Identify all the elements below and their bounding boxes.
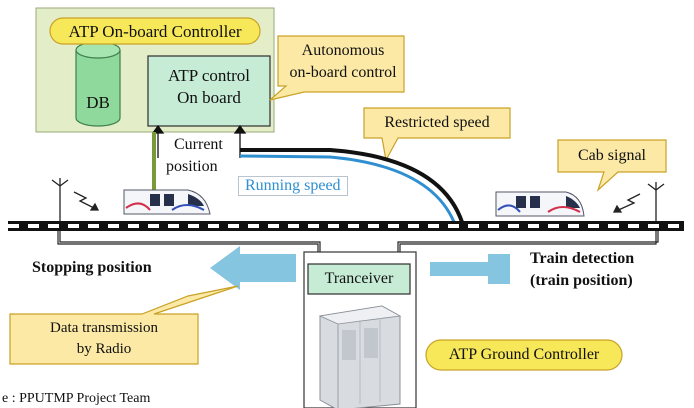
autonomous-text-2: on-board control [289, 64, 397, 81]
current-position-arrows [151, 124, 247, 158]
left-antenna-icon [51, 178, 100, 222]
atp-control-label-1: ATP control [167, 66, 250, 85]
autonomous-callout [269, 35, 405, 101]
right-train-icon [495, 191, 585, 217]
data-transmission-callout [9, 285, 239, 365]
atp-control-label-2: On board [177, 88, 241, 107]
server-cabinet-icon [318, 305, 402, 408]
database-cylinder [75, 41, 121, 127]
data-transmission-text-1: Data transmission [50, 320, 158, 336]
transceiver-label: Tranceiver [324, 270, 394, 287]
railway-track [8, 221, 684, 231]
db-label: DB [86, 93, 110, 112]
current-position-label-1: Current [174, 136, 223, 153]
running-speed-curve [239, 154, 456, 223]
cab-signal-callout [557, 139, 667, 192]
onboard-controller-title: ATP On-board Controller [68, 22, 242, 41]
atp-control-onboard-box [147, 55, 271, 127]
restricted-speed-callout [363, 107, 511, 162]
train-detection-arrow [430, 254, 510, 284]
ground-controller-label-box [425, 339, 623, 371]
left-train-icon [123, 189, 211, 215]
data-transmission-text-2: by Radio [76, 341, 132, 357]
running-speed-label: Running speed [238, 176, 348, 197]
autonomous-text-1: Autonomous [301, 42, 385, 59]
source-caption: e : PPUTMP Project Team [2, 391, 151, 406]
restricted-speed-label: Restricted speed [384, 114, 490, 131]
train-detection-label-2: (train position) [530, 272, 633, 289]
cab-signal-label: Cab signal [578, 147, 646, 164]
stopping-position-arrow [210, 246, 296, 290]
current-position-label-2: position [166, 158, 218, 175]
stopping-position-label: Stopping position [32, 259, 152, 276]
transceiver-box [307, 263, 411, 295]
right-antenna-icon [612, 182, 665, 222]
train-detection-label-1: Train detection [530, 250, 635, 267]
restricted-speed-curve [240, 148, 464, 223]
ground-controller-label: ATP Ground Controller [448, 346, 600, 363]
onboard-title-box [49, 17, 261, 45]
